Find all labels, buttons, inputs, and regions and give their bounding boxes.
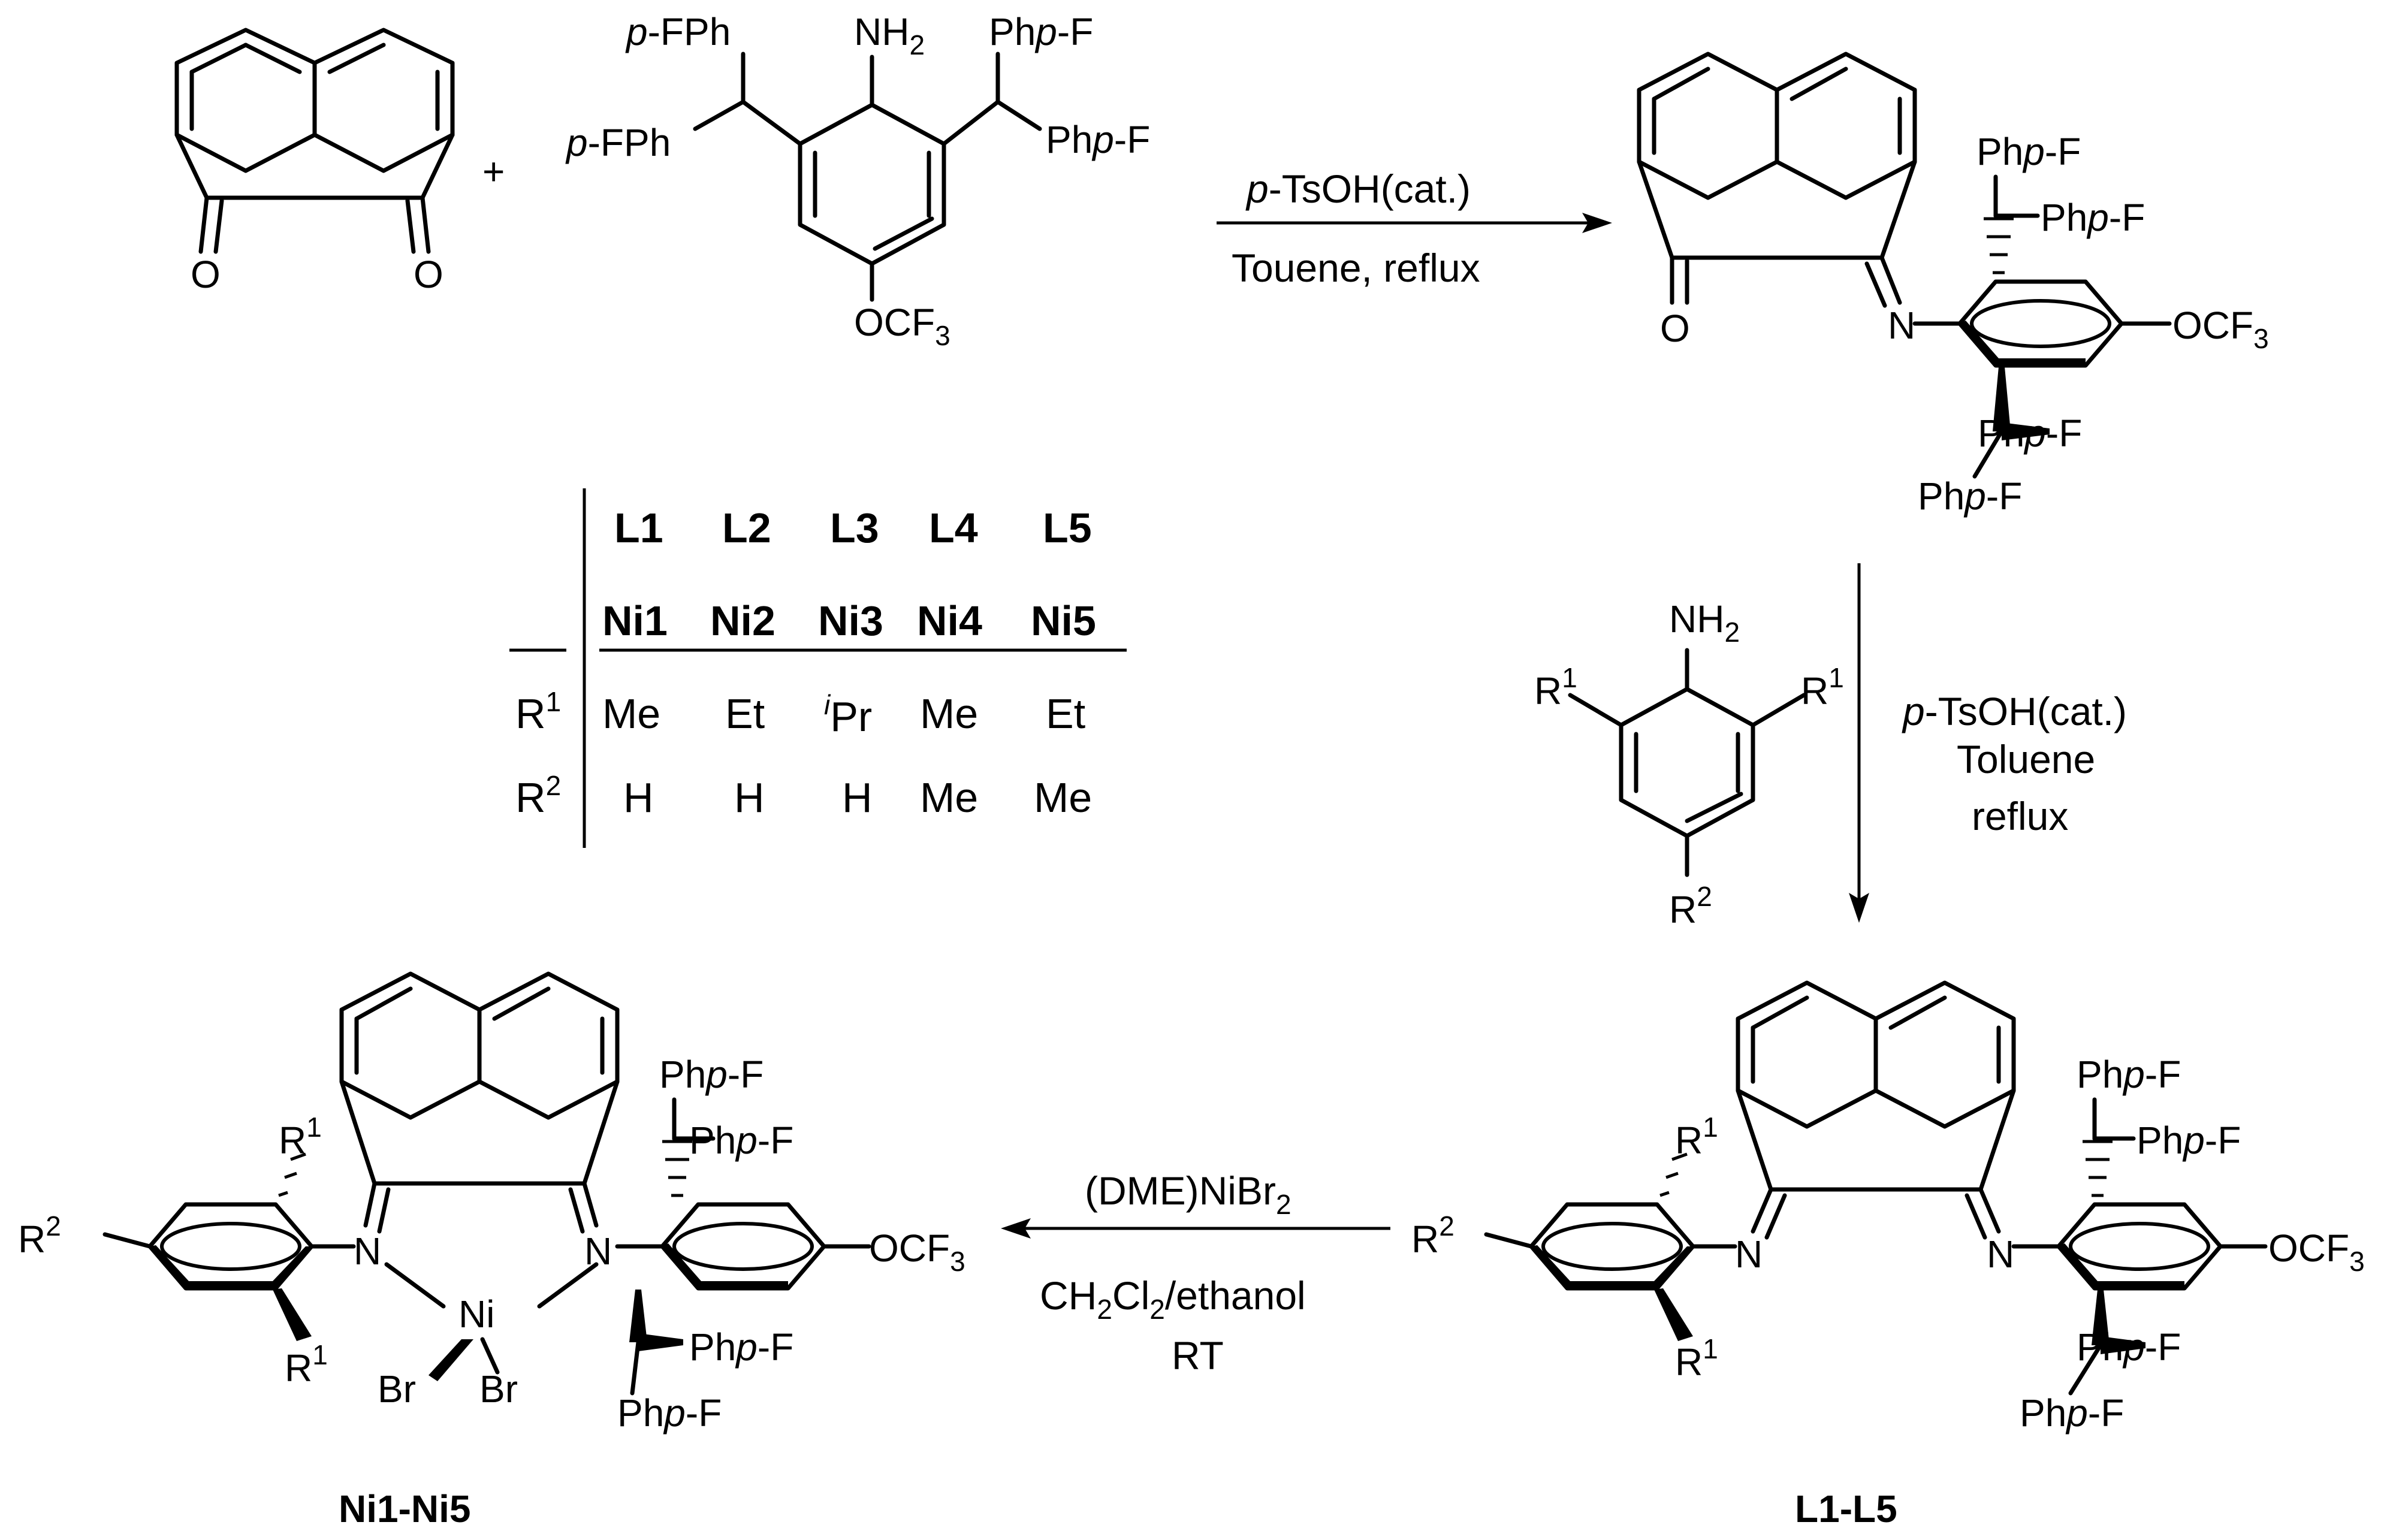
left-aryl-ring-perspective <box>1529 1202 1695 1291</box>
fluorophenyl-label: Php-F <box>1918 475 2022 518</box>
step1-catalyst: p-TsOH(cat.) <box>1245 167 1471 211</box>
nickel-complex-structure: N N Ni Br Br R2 R1 R1 OCF3 <box>18 971 965 1530</box>
nitrogen-label: N <box>354 1230 381 1273</box>
svg-text:H: H <box>623 774 654 821</box>
fluorophenyl-label: Php-F <box>617 1391 722 1435</box>
bromide-label: Br <box>479 1367 518 1411</box>
svg-text:R2: R2 <box>515 770 561 821</box>
complex-compound-label: Ni1-Ni5 <box>339 1487 471 1530</box>
r2-label: R2 <box>18 1210 61 1261</box>
step3-solvent: CH2Cl2/ethanol <box>1040 1273 1306 1325</box>
svg-text:L4: L4 <box>929 505 978 551</box>
svg-text:Ni4: Ni4 <box>917 597 982 644</box>
substituted-aniline: NH2 R1 R1 R2 <box>1534 597 1844 931</box>
trifluoromethoxy-label: OCF3 <box>2268 1227 2365 1277</box>
svg-text:L5: L5 <box>1043 505 1092 551</box>
amine-label: NH2 <box>854 10 925 61</box>
r1-label: R1 <box>285 1339 328 1390</box>
substituent-table: L1 L2 L3 L4 L5 Ni1 Ni2 Ni3 Ni4 Ni5 R1 Me… <box>509 488 1127 848</box>
r1-label: R1 <box>1534 662 1577 712</box>
step2-catalyst: p-TsOH(cat.) <box>1902 689 2127 733</box>
svg-text:Ni5: Ni5 <box>1031 597 1096 644</box>
fluorophenyl-label: p-FPh <box>625 10 731 53</box>
svg-text:R1: R1 <box>515 686 561 737</box>
reaction-arrow-step2: p-TsOH(cat.) Toluene reflux <box>1849 563 2127 923</box>
complex-header-row: Ni1 Ni2 Ni3 Ni4 Ni5 <box>602 597 1096 644</box>
fluorophenyl-label: Php-F <box>689 1325 793 1369</box>
r1-label: R1 <box>1675 1333 1718 1384</box>
reaction-arrow-step3: (DME)NiBr2 CH2Cl2/ethanol RT <box>1001 1168 1390 1378</box>
trifluoromethoxy-label: OCF3 <box>869 1227 965 1277</box>
fluorophenyl-label: Php-F <box>2077 1325 2181 1369</box>
oxygen-label: O <box>191 253 221 296</box>
fluorophenyl-label: Php-F <box>989 10 1093 53</box>
svg-text:Ni3: Ni3 <box>818 597 883 644</box>
fluorophenyl-label: Php-F <box>1046 118 1150 161</box>
trifluoromethoxy-label: OCF3 <box>2172 304 2269 354</box>
reaction-arrow-step1: p-TsOH(cat.) Touene, reflux <box>1217 167 1612 290</box>
ligand-structure: N N R2 R1 R1 OCF3 Php-F Php-F <box>1411 980 2365 1530</box>
ligand-header-row: L1 L2 L3 L4 L5 <box>614 505 1092 551</box>
fluorophenyl-label: p-FPh <box>565 121 671 164</box>
svg-text:Ni2: Ni2 <box>710 597 775 644</box>
oxygen-label: O <box>414 253 443 296</box>
step2-temperature: reflux <box>1972 794 2068 838</box>
step1-solvent: Touene, reflux <box>1232 246 1480 290</box>
svg-text:Me: Me <box>602 690 660 737</box>
oxygen-label: O <box>1660 307 1690 350</box>
nitrogen-label: N <box>584 1230 612 1273</box>
ligand-compound-label: L1-L5 <box>1795 1487 1897 1530</box>
nitrogen-label: N <box>1888 304 1915 347</box>
fluorinated-aniline: NH2 p-FPh p-FPh Php-F Php-F OCF3 <box>565 10 1150 351</box>
fluorophenyl-label: Php-F <box>689 1119 793 1162</box>
fluorophenyl-label: Php-F <box>1978 412 2082 455</box>
svg-text:H: H <box>734 774 765 821</box>
fluorophenyl-label: Php-F <box>1976 130 2081 173</box>
svg-text:Ni1: Ni1 <box>602 597 668 644</box>
svg-text:iPr: iPr <box>824 689 872 740</box>
svg-text:L3: L3 <box>830 505 879 551</box>
fluorophenyl-label: Php-F <box>659 1053 764 1096</box>
svg-text:Me: Me <box>920 774 978 821</box>
svg-text:Et: Et <box>1046 690 1085 737</box>
step3-reagent: (DME)NiBr2 <box>1085 1168 1291 1220</box>
svg-text:L2: L2 <box>722 505 771 551</box>
fluorophenyl-label: Php-F <box>2137 1119 2241 1162</box>
step2-solvent: Toluene <box>1957 737 2095 781</box>
right-aryl-ring-perspective <box>660 1202 826 1291</box>
svg-text:H: H <box>842 774 873 821</box>
left-aryl-ring-perspective <box>147 1202 314 1291</box>
nickel-label: Ni <box>458 1293 494 1336</box>
r1-row: R1 Me Et iPr Me Et <box>515 686 1085 740</box>
r2-row: R2 H H H Me Me <box>515 770 1092 821</box>
svg-text:L1: L1 <box>614 505 663 551</box>
right-aryl-ring-perspective <box>2056 1202 2223 1291</box>
r2-label: R2 <box>1669 881 1712 931</box>
bromide-label: Br <box>378 1367 416 1411</box>
trifluoromethoxy-label: OCF3 <box>854 301 950 351</box>
svg-text:Me: Me <box>920 690 978 737</box>
aryl-ring-perspective <box>1957 279 2124 368</box>
step3-temperature: RT <box>1172 1333 1224 1378</box>
r1-label: R1 <box>1675 1112 1718 1162</box>
plus-sign: + <box>482 150 505 193</box>
fluorophenyl-label: Php-F <box>2041 196 2145 239</box>
mono-imine-intermediate: O N OCF3 Php-F Php-F Php-F Php-F <box>1637 52 2269 518</box>
nitrogen-label: N <box>1987 1233 2014 1276</box>
r2-label: R2 <box>1411 1210 1454 1261</box>
r1-label: R1 <box>1801 662 1844 712</box>
svg-text:Et: Et <box>725 690 765 737</box>
nitrogen-label: N <box>1735 1233 1763 1276</box>
r1-label: R1 <box>279 1112 322 1162</box>
amine-label: NH2 <box>1669 597 1740 648</box>
fluorophenyl-label: Php-F <box>2020 1391 2124 1435</box>
acenaphthenequinone: O O <box>174 28 455 296</box>
svg-text:Me: Me <box>1034 774 1092 821</box>
fluorophenyl-label: Php-F <box>2077 1053 2181 1096</box>
